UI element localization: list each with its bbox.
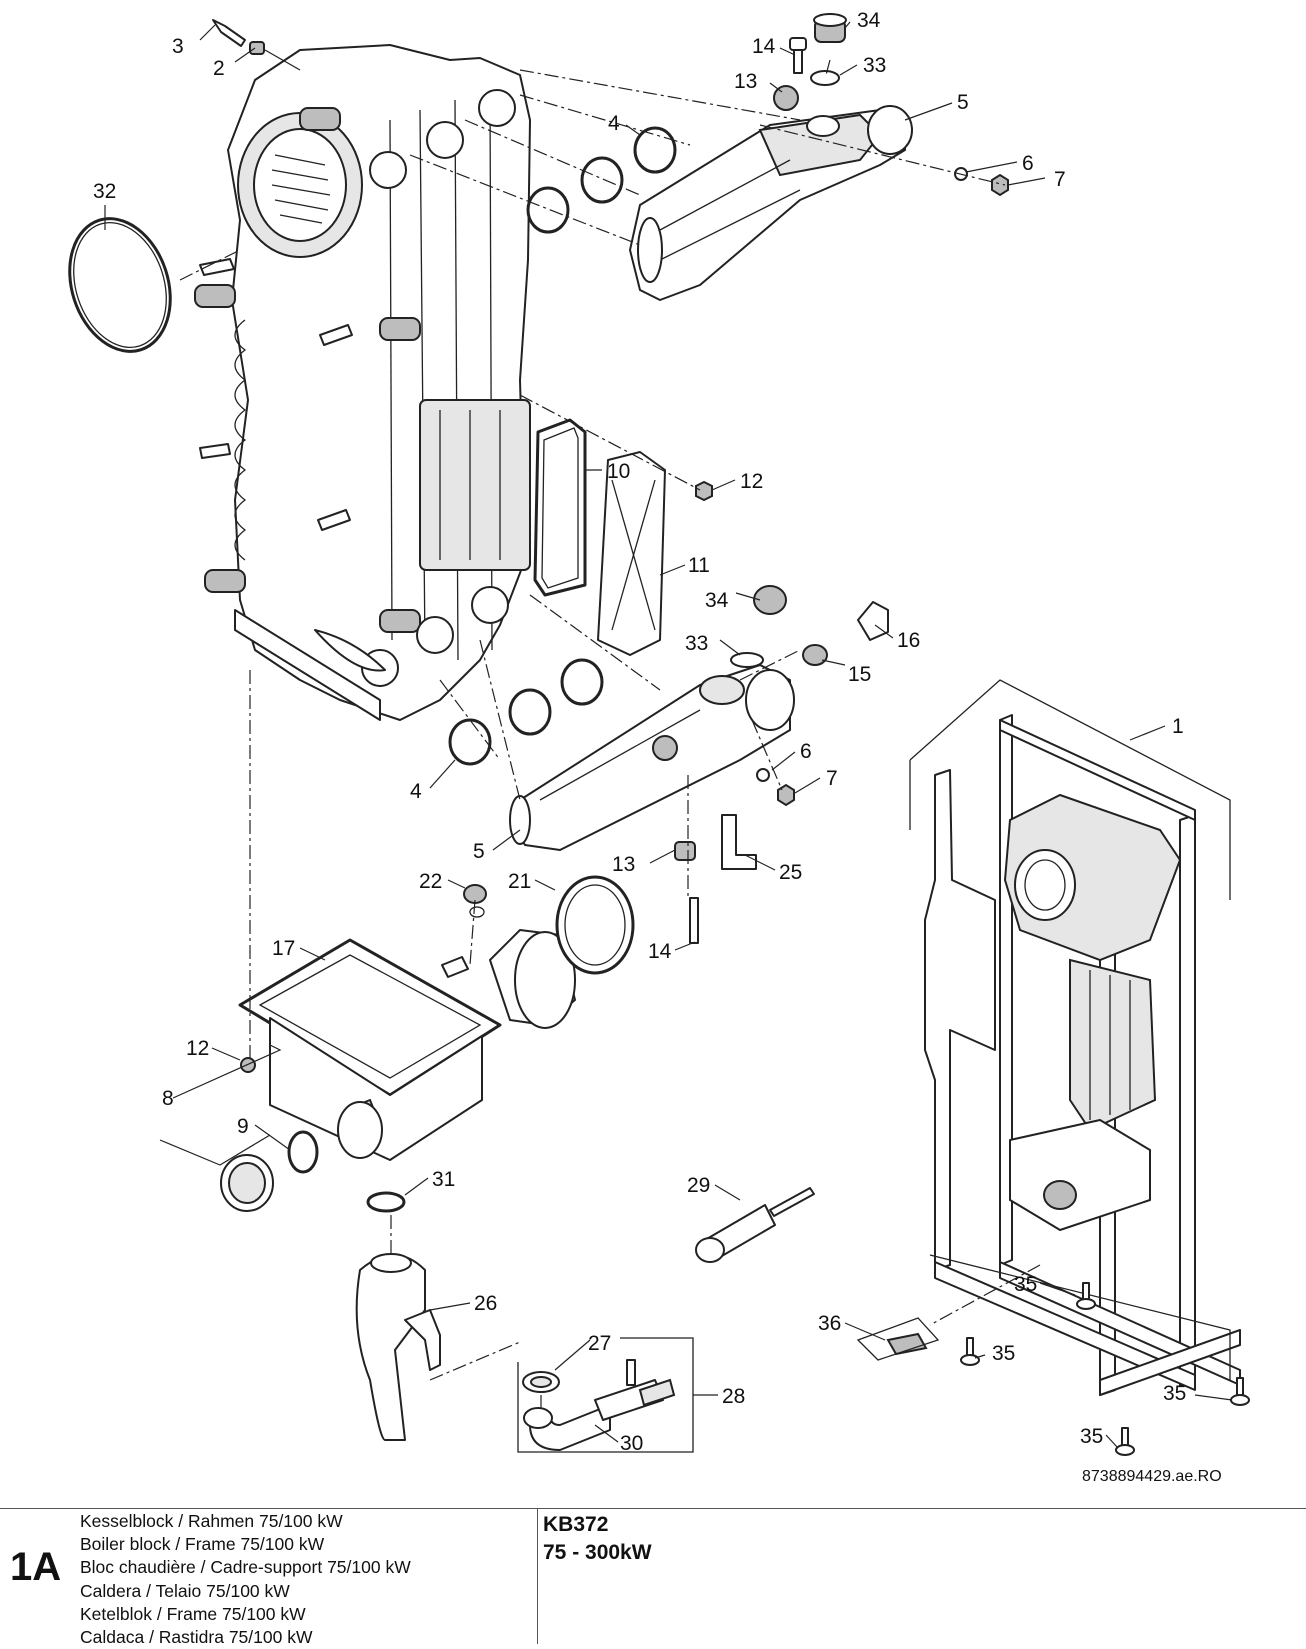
callout: 36 <box>818 1312 841 1335</box>
title-block-divider <box>537 1509 538 1644</box>
nut-12-top <box>695 480 713 502</box>
lower-fittings <box>674 585 889 944</box>
callout: 14 <box>648 940 672 963</box>
power-range: 75 - 300kW <box>543 1541 652 1564</box>
callout: 1 <box>1172 715 1184 738</box>
assembled-view <box>909 679 1241 1396</box>
callout: 31 <box>432 1168 455 1191</box>
ring-seal <box>68 217 172 353</box>
flue-pipe <box>441 875 635 1029</box>
sheet-number: 1A <box>10 1545 62 1589</box>
boiler-block <box>194 44 531 721</box>
leader-lines <box>104 21 1233 1449</box>
o-rings-lower <box>448 658 604 766</box>
callout: 12 <box>186 1037 209 1060</box>
callout: 27 <box>588 1332 611 1355</box>
model-box: KB372 75 - 300kW <box>543 1511 652 1567</box>
callout: 34 <box>857 9 881 32</box>
callout: 5 <box>473 840 485 863</box>
callout: 4 <box>410 780 422 803</box>
callout: 14 <box>752 35 776 58</box>
callout: 25 <box>779 861 802 884</box>
callout: 16 <box>897 629 920 652</box>
callout: 35 <box>992 1342 1015 1365</box>
callout: 9 <box>237 1115 249 1138</box>
description-list: Kesselblock / Rahmen 75/100 kW Boiler bl… <box>80 1510 411 1649</box>
callout: 32 <box>93 180 116 203</box>
trap-housing <box>238 938 502 1161</box>
cover-plate <box>597 451 666 656</box>
gasket <box>533 418 587 597</box>
callout: 4 <box>608 112 620 135</box>
pad <box>886 1332 928 1356</box>
description-line: Caldaca / Rastidra 75/100 kW <box>80 1627 313 1648</box>
cap-and-seal <box>220 1130 406 1213</box>
callout: 10 <box>607 460 630 483</box>
callout: 2 <box>213 57 225 80</box>
callout: 11 <box>688 554 710 577</box>
drawing-reference: 8738894429.ae.RO <box>1082 1468 1222 1485</box>
description-line: Caldera / Telaio 75/100 kW <box>80 1580 290 1601</box>
screw-parts <box>212 19 265 55</box>
siphon-assembly <box>522 1359 676 1451</box>
description-line: Boiler block / Frame 75/100 kW <box>80 1534 325 1555</box>
callout: 35 <box>1080 1425 1103 1448</box>
callout: 21 <box>508 870 531 893</box>
callout: 13 <box>734 70 757 93</box>
callout-labels: 3 2 32 14 34 33 13 5 4 6 7 10 12 11 34 1… <box>93 9 1186 1455</box>
callout: 15 <box>848 663 871 686</box>
callout: 7 <box>1054 168 1066 191</box>
description-line: Bloc chaudière / Cadre-support 75/100 kW <box>80 1557 411 1578</box>
siphon-bracket <box>517 1337 694 1453</box>
callout: 29 <box>687 1174 710 1197</box>
callout: 7 <box>826 767 838 790</box>
title-block: 1A Kesselblock / Rahmen 75/100 kW Boiler… <box>0 1508 1306 1647</box>
assembly-lines <box>179 59 1041 1410</box>
exploded-parts-drawing: 3 2 32 14 34 33 13 5 4 6 7 10 12 11 34 1… <box>68 9 1250 1485</box>
callout: 22 <box>419 870 442 893</box>
model-name: KB372 <box>543 1513 609 1536</box>
callout: 8 <box>162 1087 174 1110</box>
description-line: Kesselblock / Rahmen 75/100 kW <box>80 1511 343 1531</box>
lower-manifold <box>509 664 795 851</box>
o-rings-upper <box>526 126 677 234</box>
upper-manifold <box>629 105 913 301</box>
upper-fittings <box>773 13 1009 197</box>
condensate-bottle <box>355 1253 441 1441</box>
feet <box>960 1282 1250 1456</box>
description-line: Ketelblok / Frame 75/100 kW <box>80 1603 306 1624</box>
callout: 30 <box>620 1432 643 1455</box>
callout: 34 <box>705 589 729 612</box>
callout: 12 <box>740 470 763 493</box>
callout: 35 <box>1163 1382 1186 1405</box>
callout: 35 <box>1014 1273 1037 1296</box>
callout: 6 <box>1022 152 1034 175</box>
callout: 5 <box>957 91 969 114</box>
callout: 13 <box>612 853 635 876</box>
tool <box>695 1187 815 1263</box>
callout: 26 <box>474 1292 497 1315</box>
callout: 28 <box>722 1385 745 1408</box>
callout: 6 <box>800 740 812 763</box>
callout: 33 <box>685 632 708 655</box>
callout: 17 <box>272 937 295 960</box>
callout: 3 <box>172 35 184 58</box>
callout: 33 <box>863 54 886 77</box>
